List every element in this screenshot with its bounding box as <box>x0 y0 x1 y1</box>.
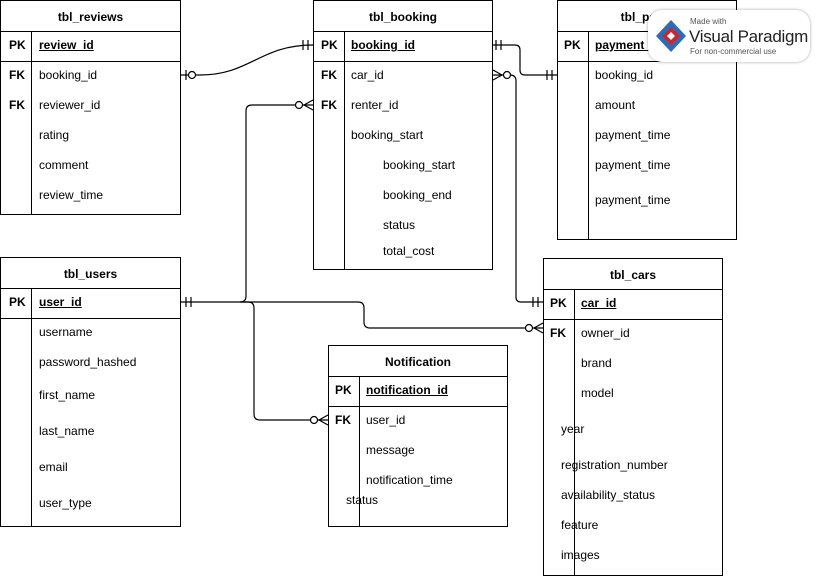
field-email[interactable]: email <box>39 460 68 474</box>
field-review-id[interactable]: review_id <box>39 38 94 52</box>
field-first-name[interactable]: first_name <box>39 388 96 402</box>
field-car-id[interactable]: car_id <box>351 68 384 82</box>
key-column-divider <box>574 289 575 575</box>
entity-divider <box>329 406 507 407</box>
field-password-hashed[interactable]: password_hashed <box>39 355 137 369</box>
entity-divider <box>558 61 736 62</box>
field-booking-id[interactable]: booking_id <box>595 68 654 82</box>
entity-divider <box>544 289 722 290</box>
entity-title: tbl_users <box>63 267 118 281</box>
entity-divider <box>1 61 180 62</box>
field-year[interactable]: year <box>561 422 585 436</box>
entity-divider <box>1 288 180 289</box>
watermark-made-with: Made with <box>690 17 727 26</box>
field-renter-id[interactable]: renter_id <box>351 98 399 112</box>
watermark-brand: Visual Paradigm <box>689 27 808 46</box>
field-amount[interactable]: amount <box>595 98 636 112</box>
field-booking-start[interactable]: booking_start <box>383 158 456 172</box>
key-label-pk: PK <box>550 296 567 310</box>
field-status[interactable]: status <box>346 493 379 507</box>
key-label-pk: PK <box>335 383 352 397</box>
entity-title: tbl_cars <box>609 268 657 282</box>
entity-divider <box>314 61 492 62</box>
key-label-pk: PK <box>9 295 26 309</box>
entity-title: tbl_reviews <box>57 10 124 24</box>
field-notification-id[interactable]: notification_id <box>366 383 448 397</box>
field-payment-time[interactable]: payment_time <box>595 193 671 207</box>
field-reviewer-id[interactable]: reviewer_id <box>39 98 101 112</box>
field-username[interactable]: username <box>39 325 93 339</box>
field-user-id[interactable]: user_id <box>366 413 406 427</box>
key-column-divider <box>31 288 32 526</box>
entity-divider <box>558 31 736 32</box>
key-column-divider <box>359 376 360 526</box>
field-booking-end[interactable]: booking_end <box>383 188 452 202</box>
key-label-fk: FK <box>321 68 337 82</box>
entity-title: tbl_booking <box>369 10 437 24</box>
field-review-time[interactable]: review_time <box>39 188 104 202</box>
key-label-fk: FK <box>9 68 25 82</box>
field-user-id[interactable]: user_id <box>39 295 82 309</box>
key-column-divider <box>588 31 589 239</box>
field-status[interactable]: status <box>383 218 416 232</box>
watermark-license: For non-commercial use <box>690 47 777 56</box>
connector-booking-payments[interactable] <box>493 44 557 76</box>
visual-paradigm-logo-icon <box>656 20 686 52</box>
field-comment[interactable]: comment <box>39 158 89 172</box>
entity-divider <box>1 31 180 32</box>
entity-divider <box>1 318 180 319</box>
connector-users-notification[interactable] <box>240 301 328 421</box>
field-booking-start[interactable]: booking_start <box>351 128 424 142</box>
entity-divider <box>544 319 722 320</box>
connector-reviews-booking[interactable] <box>181 44 314 76</box>
field-message[interactable]: message <box>366 443 415 457</box>
field-images[interactable]: images <box>561 548 600 562</box>
field-model[interactable]: model <box>581 386 614 400</box>
key-label-fk: FK <box>550 326 566 340</box>
field-rating[interactable]: rating <box>39 128 70 142</box>
connector-users-cars[interactable] <box>240 301 543 329</box>
key-label-fk: FK <box>9 98 25 112</box>
connector-users-booking[interactable] <box>181 104 313 303</box>
field-notification-time[interactable]: notification_time <box>366 473 453 487</box>
field-car-id[interactable]: car_id <box>581 296 617 310</box>
field-last-name[interactable]: last_name <box>39 424 95 438</box>
visual-paradigm-watermark[interactable]: Made with Visual Paradigm For non-commer… <box>648 10 810 62</box>
field-availability-status[interactable]: availability_status <box>561 488 656 502</box>
key-label-pk: PK <box>321 38 338 52</box>
key-label-fk: FK <box>321 98 337 112</box>
field-user-type[interactable]: user_type <box>39 496 92 510</box>
field-feature[interactable]: feature <box>561 518 599 532</box>
entity-divider <box>329 376 507 377</box>
key-column-divider <box>344 31 345 269</box>
field-booking-id[interactable]: booking_id <box>351 38 415 52</box>
key-label-pk: PK <box>9 38 26 52</box>
field-registration-number[interactable]: registration_number <box>561 458 668 472</box>
field-booking-id[interactable]: booking_id <box>39 68 98 82</box>
entity-divider <box>314 31 492 32</box>
key-label-fk: FK <box>335 413 351 427</box>
field-payment-time[interactable]: payment_time <box>595 158 671 172</box>
connector-booking-cars[interactable] <box>493 74 543 303</box>
field-brand[interactable]: brand <box>581 356 612 370</box>
key-column-divider <box>31 31 32 214</box>
key-label-pk: PK <box>564 38 581 52</box>
field-total-cost[interactable]: total_cost <box>383 244 435 258</box>
field-payment-time[interactable]: payment_time <box>595 128 671 142</box>
field-payment-[interactable]: payment_ <box>595 38 652 52</box>
field-owner-id[interactable]: owner_id <box>581 326 630 340</box>
entity-title: Notification <box>385 355 451 369</box>
